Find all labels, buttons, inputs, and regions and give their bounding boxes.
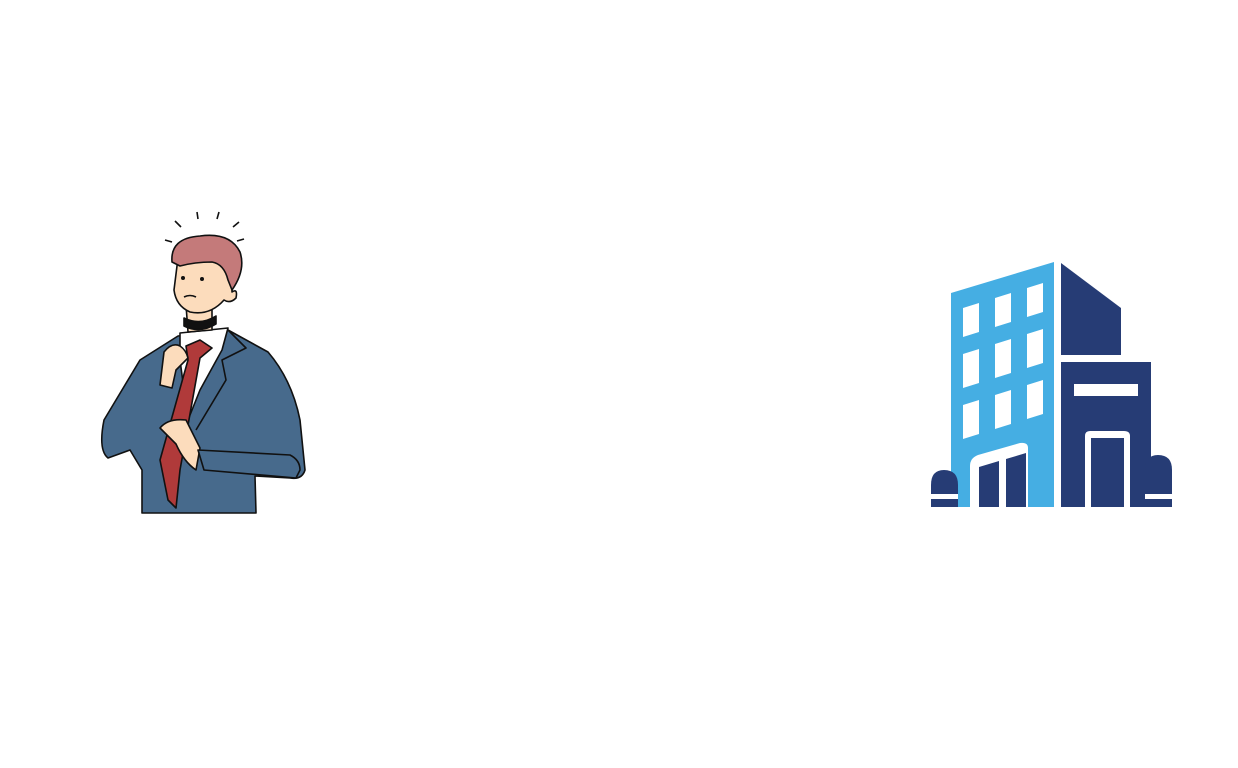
office-building-icon (931, 262, 1172, 507)
eye-right (200, 277, 204, 281)
windows (963, 283, 1043, 439)
sign-bar (1074, 384, 1138, 396)
dome-left (931, 470, 958, 507)
door (1085, 431, 1130, 507)
arm-right (197, 449, 301, 479)
mouth (183, 294, 197, 298)
dome-right (1145, 455, 1172, 507)
tower-dark-upper (1061, 263, 1121, 355)
lapel (195, 329, 247, 431)
hair (171, 234, 243, 291)
hand-upper (159, 344, 189, 389)
eye-left (181, 276, 185, 280)
collar-shadow (183, 315, 217, 331)
surprise-marks (164, 211, 245, 243)
entrance-left (979, 453, 1026, 507)
businessman-illustration (100, 211, 306, 514)
hand-lower (159, 418, 201, 471)
